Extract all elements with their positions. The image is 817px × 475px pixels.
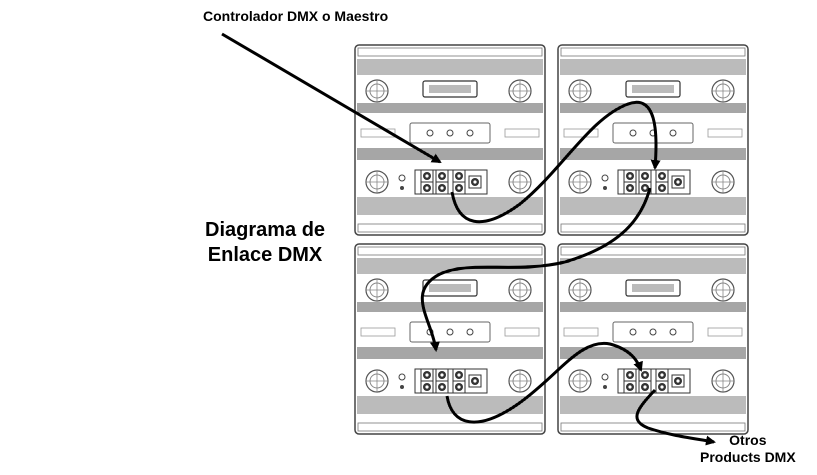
indicator-icon	[400, 186, 404, 190]
xlr-connector-icon	[421, 170, 433, 182]
top-rail	[561, 48, 745, 56]
display-screen-icon	[423, 280, 477, 296]
xlr-connector-icon	[624, 182, 636, 194]
fan-grille-icon	[569, 80, 591, 102]
indicator-icon	[400, 385, 404, 389]
fixture-bottom-right	[558, 244, 748, 434]
switch-icon	[399, 374, 405, 380]
diagram-title-line-1: Diagrama de	[205, 218, 325, 243]
xlr-connector-icon	[639, 170, 651, 182]
fan-grille-icon	[366, 80, 388, 102]
xlr-connector-icon	[656, 381, 668, 393]
xlr-connector-icon	[656, 170, 668, 182]
controller-label: Controlador DMX o Maestro	[203, 8, 388, 24]
xlr-connector-icon	[436, 182, 448, 194]
xlr-connector-icon	[421, 381, 433, 393]
fan-grille-icon	[712, 279, 734, 301]
control-knob	[467, 130, 473, 136]
fan-grille-icon	[509, 80, 531, 102]
control-knob	[650, 329, 656, 335]
fan-grille-icon	[712, 80, 734, 102]
fan-grille-icon	[712, 370, 734, 392]
top-rail	[358, 247, 542, 255]
fan-grille-icon	[366, 279, 388, 301]
display-screen-icon	[626, 81, 680, 97]
xlr-connector-icon	[672, 375, 684, 387]
control-knob	[670, 130, 676, 136]
switch-icon	[399, 175, 405, 181]
xlr-connector-icon	[421, 369, 433, 381]
xlr-connector-icon	[639, 369, 651, 381]
xlr-connector-icon	[453, 182, 465, 194]
xlr-connector-icon	[656, 182, 668, 194]
fixture-top-right	[558, 45, 748, 235]
fan-grille-icon	[509, 370, 531, 392]
display-screen-icon	[626, 280, 680, 296]
bottom-rail	[358, 423, 542, 431]
other-products-line-2: Products DMX	[700, 449, 796, 466]
top-rail	[358, 48, 542, 56]
xlr-connector-icon	[469, 176, 481, 188]
xlr-connector-icon	[624, 170, 636, 182]
control-knob	[467, 329, 473, 335]
other-products-line-1: Otros	[700, 432, 796, 449]
xlr-connector-icon	[672, 176, 684, 188]
control-knob	[630, 329, 636, 335]
display-screen-icon	[423, 81, 477, 97]
fan-grille-icon	[569, 279, 591, 301]
xlr-connector-icon	[436, 369, 448, 381]
vent-band	[357, 347, 543, 359]
diagram-title-line-2: Enlace DMX	[205, 243, 325, 268]
control-knob	[447, 329, 453, 335]
switch-icon	[602, 374, 608, 380]
bottom-rail	[561, 224, 745, 232]
xlr-connector-icon	[436, 170, 448, 182]
xlr-connector-icon	[469, 375, 481, 387]
bottom-rail	[358, 224, 542, 232]
control-knob	[670, 329, 676, 335]
vent-band	[357, 148, 543, 160]
fan-grille-icon	[509, 279, 531, 301]
xlr-connector-icon	[421, 182, 433, 194]
fan-grille-icon	[569, 370, 591, 392]
xlr-connector-icon	[624, 369, 636, 381]
control-knob	[427, 130, 433, 136]
fan-grille-icon	[366, 171, 388, 193]
indicator-icon	[603, 385, 607, 389]
vent-band	[560, 148, 746, 160]
switch-icon	[602, 175, 608, 181]
other-products-label: Otros Products DMX	[700, 432, 796, 466]
xlr-connector-icon	[436, 381, 448, 393]
xlr-connector-icon	[656, 369, 668, 381]
fan-grille-icon	[569, 171, 591, 193]
fan-grille-icon	[366, 370, 388, 392]
indicator-icon	[603, 186, 607, 190]
xlr-connector-icon	[453, 170, 465, 182]
xlr-connector-icon	[639, 381, 651, 393]
fan-grille-icon	[712, 171, 734, 193]
xlr-connector-icon	[453, 369, 465, 381]
fan-grille-icon	[509, 171, 531, 193]
control-knob	[630, 130, 636, 136]
control-knob	[447, 130, 453, 136]
diagram-title: Diagrama de Enlace DMX	[205, 218, 325, 268]
xlr-connector-icon	[624, 381, 636, 393]
xlr-connector-icon	[453, 381, 465, 393]
